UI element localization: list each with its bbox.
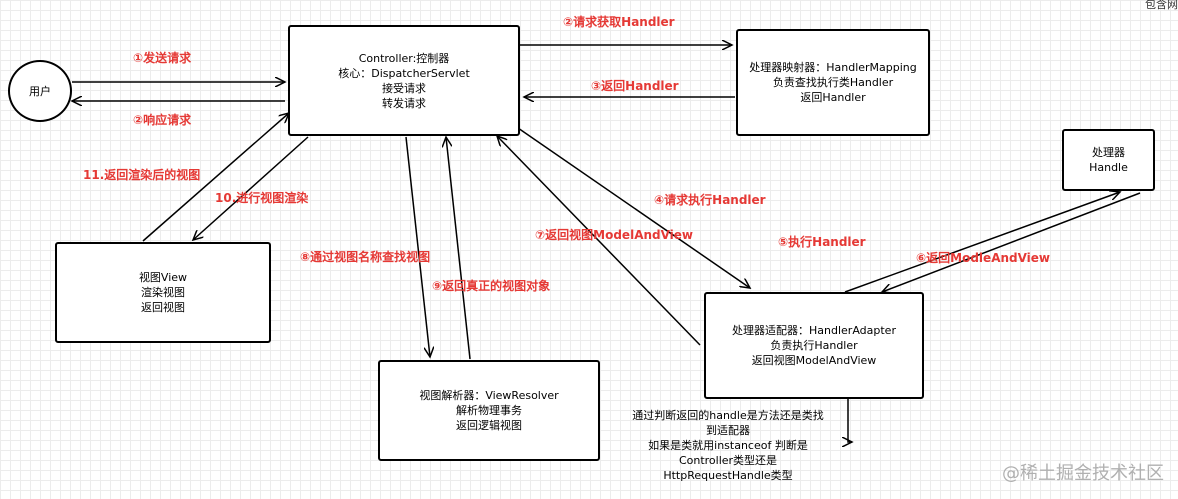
arrow-controller-to-adapter: [517, 127, 750, 288]
label-find-view: ⑧通过视图名称查找视图: [300, 250, 431, 264]
handler-adapter-box: 处理器适配器：HandlerAdapter 负责执行Handler 返回视图Mo…: [704, 292, 924, 399]
arrow-adapter-to-handle: [844, 192, 1120, 293]
handle-line: 处理器: [1092, 146, 1125, 159]
label-respond-request: ②响应请求: [133, 113, 192, 127]
arrow-controller-to-resolver: [405, 136, 430, 357]
controller-line: 转发请求: [382, 96, 426, 110]
label-return-rendered: 11.返回渲染后的视图: [83, 168, 201, 182]
note-line: 通过判断返回的handle是方法还是类找: [632, 409, 824, 422]
resolver-line: 解析物理事务: [456, 404, 522, 417]
mapping-line: 返回Handler: [800, 91, 866, 104]
arrow-adapter-to-controller: [497, 136, 701, 346]
controller-line: 核心：DispatcherServlet: [338, 66, 470, 80]
controller-line: Controller:控制器: [358, 51, 450, 65]
label-return-real-view: ⑨返回真正的视图对象: [432, 279, 551, 293]
adapter-line: 返回视图ModelAndView: [751, 354, 877, 367]
handler-mapping-box: 处理器映射器：HandlerMapping 负责查找执行类Handler 返回H…: [736, 29, 930, 136]
adapter-note: 通过判断返回的handle是方法还是类找 到适配器 如果是类就用instance…: [608, 408, 848, 483]
view-line: 渲染视图: [141, 286, 185, 299]
view-line: 视图View: [138, 271, 188, 284]
resolver-line: 视图解析器：ViewResolver: [419, 389, 559, 402]
label-exec-handler: ⑤执行Handler: [778, 235, 866, 249]
resolver-line: 返回逻辑视图: [456, 419, 522, 432]
label-send-request: ①发送请求: [133, 51, 192, 65]
user-node: 用户: [8, 60, 72, 122]
mapping-line: 处理器映射器：HandlerMapping: [749, 61, 917, 74]
label-render-view: 10.进行视图渲染: [215, 191, 309, 205]
controller-box: Controller:控制器 核心：DispatcherServlet 接受请求…: [288, 25, 520, 136]
view-line: 返回视图: [141, 301, 185, 314]
arrow-handle-to-adapter: [882, 192, 1141, 292]
label-return-modelandview: ⑦返回视图ModelAndView: [535, 228, 694, 242]
label-exec-handler-request: ④请求执行Handler: [654, 193, 766, 207]
adapter-line: 负责执行Handler: [770, 339, 858, 352]
arrow-controller-to-view: [193, 136, 309, 240]
mapping-line: 负责查找执行类Handler: [772, 76, 894, 89]
handle-box: 处理器 Handle: [1062, 129, 1155, 191]
note-line: Controller类型还是: [678, 454, 778, 467]
arrow-resolver-to-controller: [446, 137, 471, 360]
adapter-line: 处理器适配器：HandlerAdapter: [732, 324, 896, 337]
note-line: 到适配器: [706, 424, 750, 437]
handle-line: Handle: [1089, 161, 1128, 174]
label-return-handler: ③返回Handler: [591, 79, 679, 93]
watermark: @稀土掘金技术社区: [1002, 463, 1164, 484]
label-return-modleandview: ⑥返回ModleAndView: [916, 251, 1051, 265]
arrow-note-connector: [848, 399, 852, 442]
view-box: 视图View 渲染视图 返回视图: [55, 242, 271, 343]
user-label: 用户: [29, 85, 51, 98]
arrow-view-to-controller: [142, 113, 289, 242]
view-resolver-box: 视图解析器：ViewResolver 解析物理事务 返回逻辑视图: [378, 360, 600, 461]
controller-line: 接受请求: [382, 81, 426, 95]
label-get-handler: ②请求获取Handler: [563, 15, 675, 29]
note-line: HttpRequestHandle类型: [663, 469, 793, 482]
corner-text: 包含网: [1145, 0, 1178, 11]
note-line: 如果是类就用instanceof 判断是: [648, 439, 808, 452]
